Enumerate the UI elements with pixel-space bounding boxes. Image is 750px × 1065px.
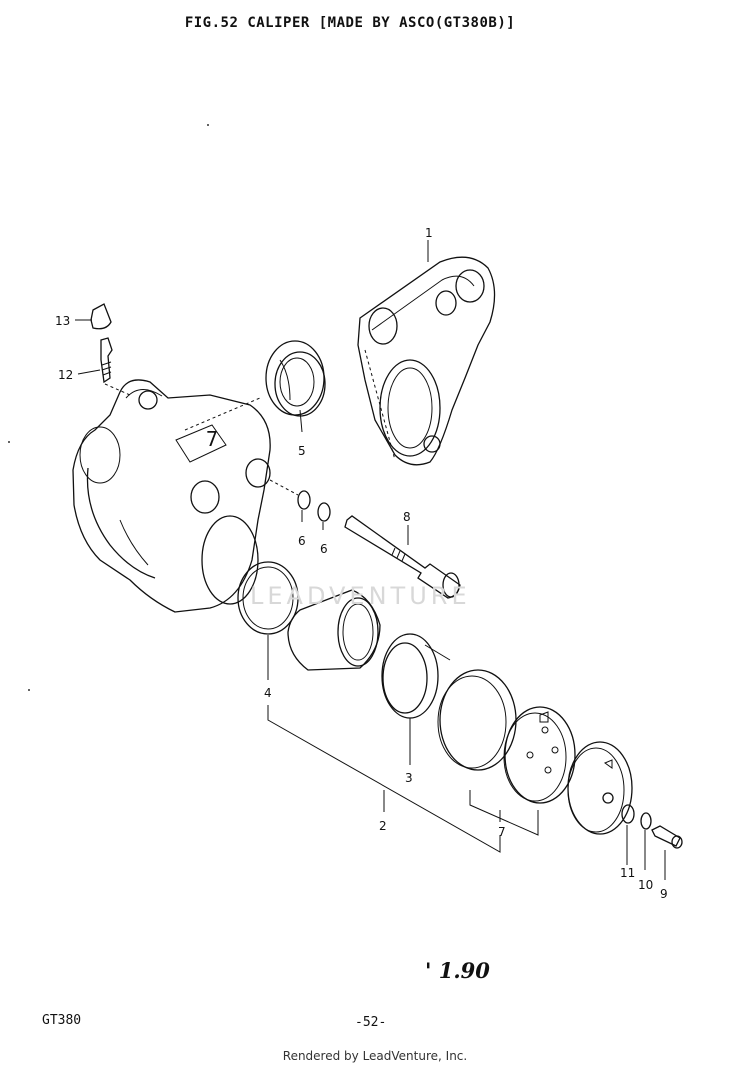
callout-3: 3 bbox=[405, 771, 413, 785]
callout-13: 13 bbox=[55, 314, 70, 328]
callout-10: 10 bbox=[638, 878, 653, 892]
callout-6a: 6 bbox=[298, 534, 306, 548]
part-10-lock-washer[interactable] bbox=[640, 812, 652, 830]
callout-8: 8 bbox=[403, 510, 411, 524]
part-12-bleeder-screw[interactable] bbox=[100, 337, 131, 396]
caliper-body[interactable]: 7 bbox=[72, 379, 271, 613]
leader-lines bbox=[75, 240, 666, 880]
callout-1: 1 bbox=[425, 226, 433, 240]
part-retainer-plate[interactable] bbox=[567, 741, 633, 835]
part-9-screw[interactable] bbox=[651, 825, 683, 849]
callout-7: 7 bbox=[498, 825, 506, 839]
part-piston[interactable] bbox=[287, 589, 381, 671]
part-1-bracket[interactable] bbox=[357, 256, 496, 466]
part-6-o-rings[interactable] bbox=[269, 479, 331, 522]
part-7-pad-plate[interactable] bbox=[503, 706, 576, 804]
callout-2: 2 bbox=[379, 819, 387, 833]
callout-4: 4 bbox=[264, 686, 272, 700]
model-label: GT380 bbox=[42, 1013, 82, 1028]
figure-title: FIG.52 CALIPER [MADE BY ASCO(GT380B)] bbox=[184, 15, 516, 31]
callout-6b: 6 bbox=[320, 542, 328, 556]
callout-5: 5 bbox=[298, 444, 306, 458]
watermark-text: LEADVENTURE bbox=[250, 582, 471, 610]
footer-credit: Rendered by LeadVenture, Inc. bbox=[282, 1049, 468, 1063]
callout-11: 11 bbox=[620, 866, 635, 880]
part-8-bolt[interactable] bbox=[344, 515, 461, 599]
part-13-bleeder-cap[interactable] bbox=[90, 303, 112, 330]
part-4-piston-seal[interactable] bbox=[237, 561, 299, 635]
svg-text:7: 7 bbox=[206, 427, 218, 451]
callout-12: 12 bbox=[58, 368, 73, 382]
price-mark: ' 1.90 bbox=[425, 958, 490, 983]
part-11-washer[interactable] bbox=[621, 804, 635, 824]
part-5-dust-boot[interactable] bbox=[265, 340, 326, 417]
callout-9: 9 bbox=[660, 887, 668, 901]
page-number: -52- bbox=[355, 1015, 387, 1030]
